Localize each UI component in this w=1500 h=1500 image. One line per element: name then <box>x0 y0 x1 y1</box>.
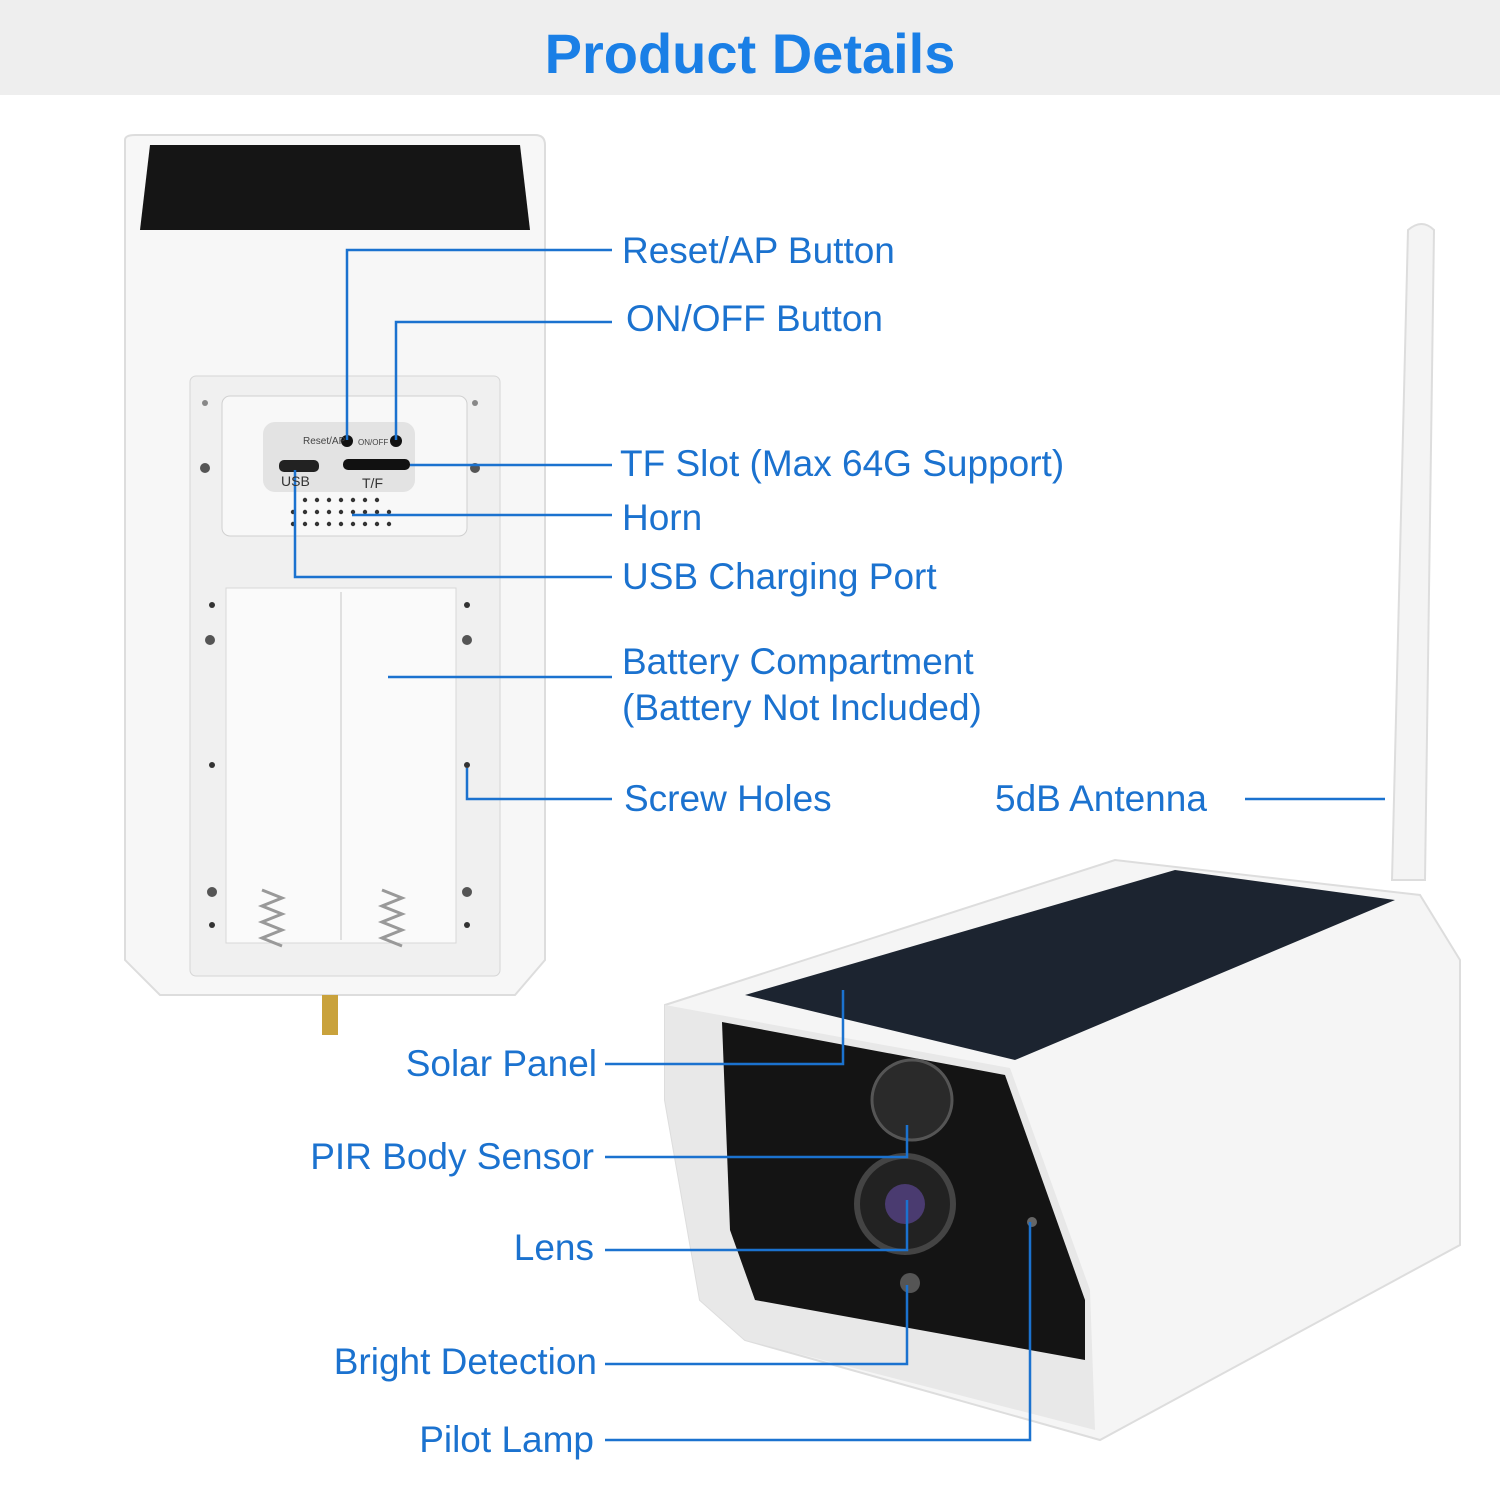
label-solar-panel: Solar Panel <box>405 1043 597 1084</box>
label-reset-ap-button: Reset/AP Button <box>622 230 895 271</box>
label-lens: Lens <box>513 1227 594 1268</box>
label-bright-detection: Bright Detection <box>333 1341 597 1382</box>
page-title: Product Details <box>544 22 956 85</box>
label-pir-body-sensor: PIR Body Sensor <box>310 1136 594 1177</box>
header-band: Product Details <box>0 0 1500 95</box>
camera-back-view <box>124 134 546 1035</box>
antenna <box>1390 223 1436 881</box>
leader-lines <box>293 248 1385 1442</box>
label-battery-note: (Battery Not Included) <box>622 687 982 728</box>
label-battery-compartment: Battery Compartment <box>622 641 974 682</box>
horn-grille <box>290 497 392 527</box>
label-tf-slot: TF Slot (Max 64G Support) <box>620 443 1065 484</box>
tf-marking: T/F <box>362 475 383 491</box>
label-usb-charging-port: USB Charging Port <box>622 556 937 597</box>
onoff-marking: ON/OFF <box>358 438 389 447</box>
label-horn: Horn <box>622 497 703 538</box>
camera-front-view <box>664 858 1461 1442</box>
usb-marking: USB <box>281 473 310 489</box>
label-antenna: 5dB Antenna <box>995 778 1207 819</box>
label-pilot-lamp: Pilot Lamp <box>419 1419 594 1460</box>
reset-marking: Reset/AP <box>303 436 346 447</box>
label-on-off-button: ON/OFF Button <box>626 298 884 339</box>
label-screw-holes: Screw Holes <box>624 778 832 819</box>
